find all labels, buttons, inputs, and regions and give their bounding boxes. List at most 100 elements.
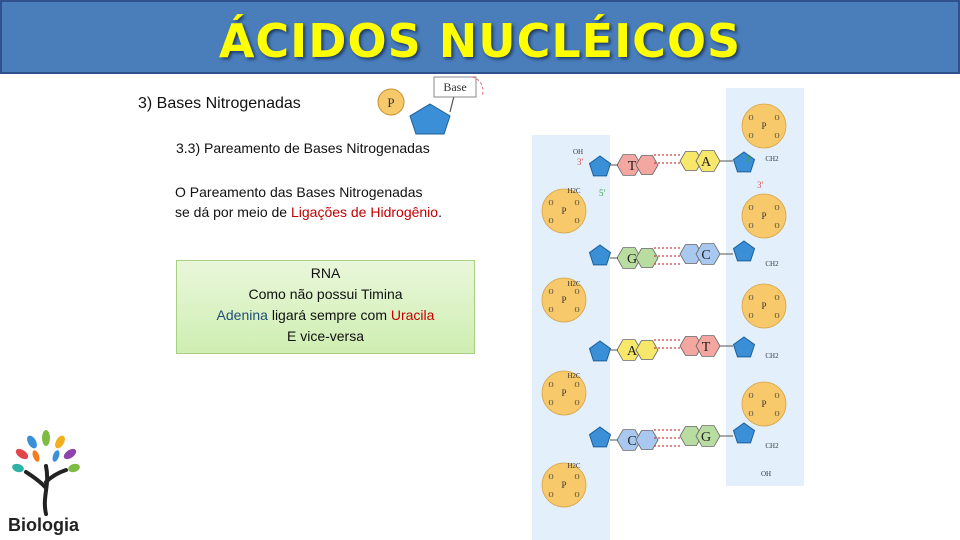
rna-line-2: Adenina ligará sempre com Uracila (177, 305, 474, 326)
right-phosphate-4 (741, 381, 787, 427)
left-phosphate-2-o2: O (574, 288, 579, 296)
left-phosphate-2-o3: O (548, 306, 553, 314)
left-ch2-3: H2C (567, 372, 581, 380)
rna-line-1: Como não possui Timina (248, 286, 403, 302)
right-phosphate-2-o2: O (774, 204, 779, 212)
right-phosphate-4-o1: O (748, 392, 753, 400)
left-sugar-1 (588, 155, 612, 177)
right-phosphate-2-o3: O (748, 222, 753, 230)
phosphate-label: P (387, 95, 394, 110)
right-phosphate-2-label: P (761, 211, 766, 221)
left-sugar-2 (588, 244, 612, 266)
left-phosphate-2-o4: O (574, 306, 579, 314)
right-phosphate-3-o4: O (774, 312, 779, 320)
right-phosphate-3-label: P (761, 301, 766, 311)
right-phosphate-1-o4: O (774, 132, 779, 140)
left-phosphate-3-o2: O (574, 381, 579, 389)
right-phosphate-1-o1: O (748, 114, 753, 122)
left-phosphate-4-o1: O (548, 473, 553, 481)
section-title: 3) Bases Nitrogenadas (138, 95, 301, 112)
base-c-ring-b-2 (695, 243, 721, 265)
paragraph-line-1: O Pareamento das Bases Nitrogenadas (175, 184, 423, 200)
right-phosphate-1 (741, 103, 787, 149)
base-t-label-3: T (702, 340, 711, 355)
left-phosphate-1-o1: O (548, 199, 553, 207)
page-title: ÁCIDOS NUCLÉICOS (218, 14, 742, 68)
right-phosphate-2-o4: O (774, 222, 779, 230)
right-ch2-4: CH2 (765, 442, 779, 450)
left-phosphate-2-o1: O (548, 288, 553, 296)
right-phosphate-4-label: P (761, 399, 766, 409)
left-phosphate-1-o4: O (574, 217, 579, 225)
rna-title: RNA (310, 265, 341, 281)
right-3prime-label: 3' (745, 154, 752, 164)
left-5prime-label: 5' (599, 188, 606, 198)
rna-info-box: RNA Como não possui Timina Adenina ligar… (176, 260, 475, 354)
left-phosphate-3 (541, 370, 587, 416)
right-3prime-label-2: 3' (757, 180, 764, 190)
right-phosphate-3 (741, 283, 787, 329)
phosphate-circle (377, 88, 405, 116)
base-g-ring-b-2 (635, 248, 659, 268)
left-phosphate-4-o4: O (574, 491, 579, 499)
base-c-label-2: C (701, 248, 710, 263)
left-sugar-3 (588, 340, 612, 362)
left-phosphate-1-o2: O (574, 199, 579, 207)
right-sugar-4 (732, 422, 756, 444)
left-phosphate-4 (541, 462, 587, 508)
base-t-ring-3 (679, 336, 703, 356)
left-phosphate-3-o4: O (574, 399, 579, 407)
right-phosphate-3-o1: O (748, 294, 753, 302)
left-sugar-4 (588, 426, 612, 448)
base-g-ring-b-4 (695, 425, 721, 447)
sugar-base-link (449, 95, 455, 113)
base-c-ring-b-4 (635, 430, 659, 450)
biologia-logo-icon (12, 430, 80, 516)
base-a-ring-1 (679, 151, 703, 171)
right-ch2-3: CH2 (765, 352, 779, 360)
paragraph-line-2-prefix: se dá por meio de (175, 204, 291, 220)
right-phosphate-3-o2: O (774, 294, 779, 302)
subsection-title: 3.3) Pareamento de Bases Nitrogenadas (176, 140, 430, 156)
base-outline (471, 76, 484, 97)
right-sugar-3 (732, 336, 756, 358)
right-ch2-2: CH2 (765, 260, 779, 268)
hydrogen-bonds-highlight: Ligações de Hidrogênio (290, 204, 439, 220)
left-phosphate-3-o1: O (548, 381, 553, 389)
left-phosphate-4-label: P (561, 480, 566, 490)
base-label: Base (443, 80, 466, 94)
right-phosphate-1-o2: O (774, 114, 779, 122)
base-g-label-2: G (627, 252, 637, 267)
left-phosphate-4-o2: O (574, 473, 579, 481)
logo-label: Biologia (8, 515, 79, 535)
left-phosphate-3-label: P (561, 388, 566, 398)
base-box (433, 76, 477, 98)
right-oh-label: OH (761, 470, 771, 478)
right-phosphate-4-o3: O (748, 410, 753, 418)
adenina-word: Adenina (216, 307, 268, 323)
left-ch2-4: H2C (567, 462, 581, 470)
right-phosphate-1-label: P (761, 121, 766, 131)
base-a-label-3: A (627, 344, 638, 359)
left-3prime-label: 3' (577, 157, 584, 167)
right-sugar-2 (732, 240, 756, 262)
left-ch2-2: H2C (567, 280, 581, 288)
left-phosphate-1 (541, 188, 587, 234)
right-phosphate-2-o1: O (748, 204, 753, 212)
right-sugar-1 (732, 151, 756, 173)
paragraph-line-2: se dá por meio de Ligações de Hidrogênio… (175, 202, 442, 222)
right-phosphate-3-o3: O (748, 312, 753, 320)
right-phosphate-2 (741, 193, 787, 239)
base-g-ring-4 (679, 426, 703, 446)
left-phosphate-4-o3: O (548, 491, 553, 499)
right-phosphate-4-o4: O (774, 410, 779, 418)
left-phosphate-3-o3: O (548, 399, 553, 407)
base-a-label-1: A (701, 155, 712, 170)
rna-line-2-middle: ligará sempre com (267, 307, 391, 323)
base-a-ring-b-1 (695, 150, 721, 172)
logo-leaves (12, 430, 80, 473)
left-phosphate-1-o3: O (548, 217, 553, 225)
left-phosphate-2 (541, 277, 587, 323)
base-t-ring-b-1 (635, 155, 659, 175)
pairing-paragraph: O Pareamento das Bases Nitrogenadas se d… (175, 182, 442, 222)
